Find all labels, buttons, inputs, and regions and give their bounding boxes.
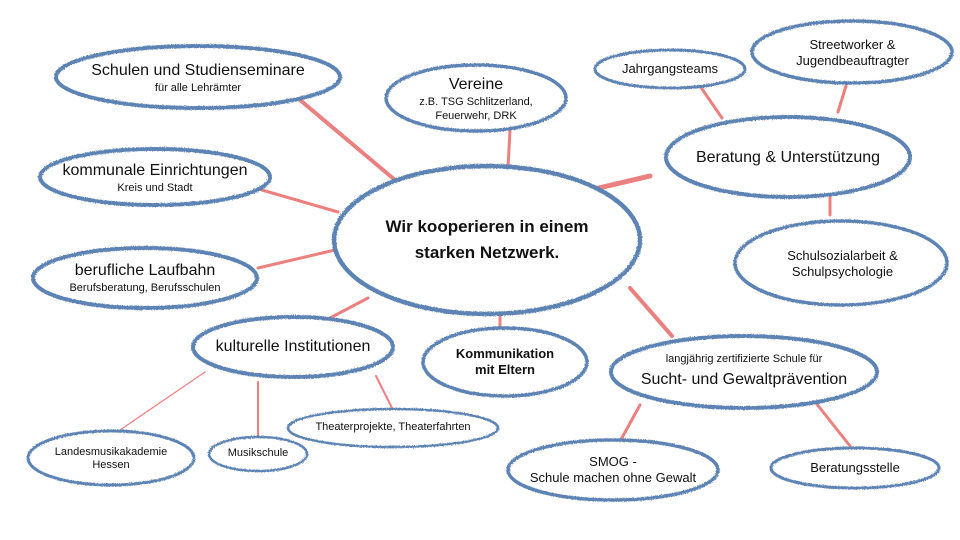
ellipse-schulen <box>54 44 342 110</box>
ellipses <box>26 19 954 502</box>
node-landesmusik: Landesmusikakademie Hessen <box>38 444 184 474</box>
node-smog: SMOG - Schule machen ohne Gewalt <box>520 452 706 488</box>
ellipse-beratung <box>664 115 912 199</box>
connector-streetworker <box>836 84 848 114</box>
kommunikation-line2: mit Eltern <box>475 362 535 377</box>
node-beruflich: berufliche Laufbahn Berufsberatung, Beru… <box>40 258 250 298</box>
center-line2: starken Netzwerk. <box>414 243 560 262</box>
node-theater: Theaterprojekte, Theaterfahrten <box>293 420 493 436</box>
node-kulturelle: kulturelle Institutionen <box>198 333 388 361</box>
connector-beratungsstelle <box>814 401 852 448</box>
vereine-title: Vereine <box>448 76 504 94</box>
connector-kulturelle <box>328 296 370 320</box>
smog-line1: SMOG - <box>589 454 637 470</box>
sucht-sub: langjährig zertifizierte Schule für <box>665 353 823 366</box>
center-node: Wir kooperieren in einem starken Netzwer… <box>347 200 627 280</box>
schulen-sub: für alle Lehrämter <box>154 82 242 94</box>
connector-jahrgang <box>698 84 724 120</box>
connector-sucht <box>628 286 674 338</box>
node-schulen: Schulen und Studienseminare für alle Leh… <box>62 57 334 99</box>
ellipse-center <box>331 163 643 317</box>
kulturelle-title: kulturelle Institutionen <box>215 338 371 356</box>
streetworker-line2: Jugendbeauftragter <box>796 53 909 68</box>
node-beratungsstelle: Beratungsstelle <box>785 458 925 478</box>
kommunikation-line1: Kommunikation <box>455 346 555 362</box>
ellipse-jahrgang <box>593 48 747 90</box>
connector-landesmusik <box>119 371 206 431</box>
connector-smog <box>616 403 642 447</box>
beratung-title: Beratung & Unterstützung <box>695 149 881 167</box>
vereine-sub1: z.B. TSG Schlitzerland, <box>419 96 533 109</box>
ellipse-sucht <box>609 334 879 410</box>
landesmusik-line1: Landesmusikakademie <box>54 445 168 458</box>
beruflich-sub: Berufsberatung, Berufsschulen <box>69 282 221 294</box>
node-musikschule: Musikschule <box>213 446 303 462</box>
smog-line2: Schule machen ohne Gewalt <box>529 470 697 485</box>
musikschule-title: Musikschule <box>227 447 289 460</box>
ellipse-kulturelle <box>191 315 395 379</box>
schulsozial-line2: Schulpsychologie <box>791 264 894 279</box>
node-kommunikation: Kommunikation mit Eltern <box>435 342 575 382</box>
connector-theater <box>375 375 393 409</box>
node-kommunale: kommunale Einrichtungen Kreis und Stadt <box>45 158 265 198</box>
center-line1: Wir kooperieren in einem <box>385 216 589 236</box>
node-schulsozial: Schulsozialarbeit & Schulpsychologie <box>755 244 930 284</box>
connector-kommunale <box>260 188 340 214</box>
beratungsstelle-title: Beratungsstelle <box>810 460 900 476</box>
ellipse-beruflich <box>31 246 259 310</box>
ellipse-kommunale <box>38 147 272 207</box>
ellipse-streetworker <box>750 19 954 85</box>
connectors <box>119 84 852 448</box>
ellipse-vereine <box>384 63 568 133</box>
node-streetworker: Streetworker & Jugendbeauftragter <box>765 34 940 72</box>
ellipse-kommunikation <box>421 326 589 398</box>
node-sucht: langjährig zertifizierte Schule für Such… <box>618 350 870 392</box>
sucht-title: Sucht- und Gewaltprävention <box>640 370 848 388</box>
ellipse-theater <box>286 407 500 449</box>
kommunale-title: kommunale Einrichtungen <box>62 161 248 179</box>
ellipse-schulsozial <box>733 219 949 307</box>
schulen-title: Schulen und Studienseminare <box>91 61 305 79</box>
beruflich-title: berufliche Laufbahn <box>74 261 216 279</box>
ellipse-landesmusik <box>26 429 196 487</box>
ellipse-musikschule <box>207 435 309 473</box>
node-vereine: Vereine z.B. TSG Schlitzerland, Feuerweh… <box>396 72 556 126</box>
connector-beruflich <box>256 248 337 270</box>
landesmusik-line2: Hessen <box>92 459 130 471</box>
ellipse-beratungsstelle <box>769 446 941 490</box>
connector-schulen <box>298 98 397 182</box>
vereine-sub2: Feuerwehr, DRK <box>435 109 517 122</box>
schulsozial-line1: Schulsozialarbeit & <box>787 248 898 264</box>
theater-title: Theaterprojekte, Theaterfahrten <box>315 421 471 434</box>
node-beratung: Beratung & Unterstützung <box>678 145 898 171</box>
node-jahrgang: Jahrgangsteams <box>605 58 735 80</box>
jahrgang-title: Jahrgangsteams <box>621 61 719 77</box>
kommunale-sub: Kreis und Stadt <box>117 182 193 194</box>
streetworker-line1: Streetworker & <box>809 37 896 53</box>
ellipse-smog <box>506 438 720 502</box>
connector-vereine <box>506 128 512 170</box>
